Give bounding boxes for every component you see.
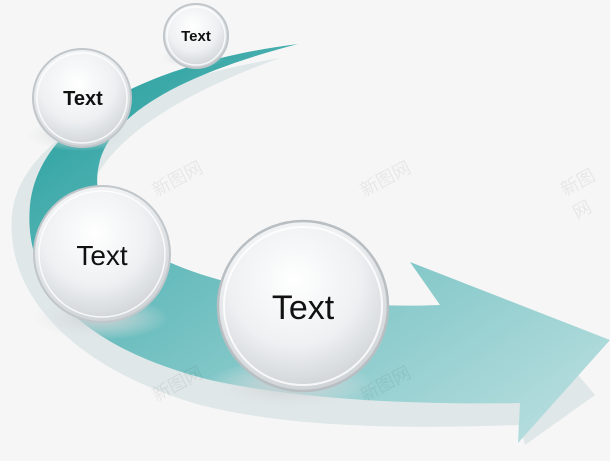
- bubble-4[interactable]: [216, 219, 390, 393]
- bubble-2[interactable]: [32, 48, 132, 148]
- arrow-body: [29, 44, 610, 443]
- bubble-3[interactable]: [33, 185, 171, 323]
- bubble-1[interactable]: [163, 3, 229, 69]
